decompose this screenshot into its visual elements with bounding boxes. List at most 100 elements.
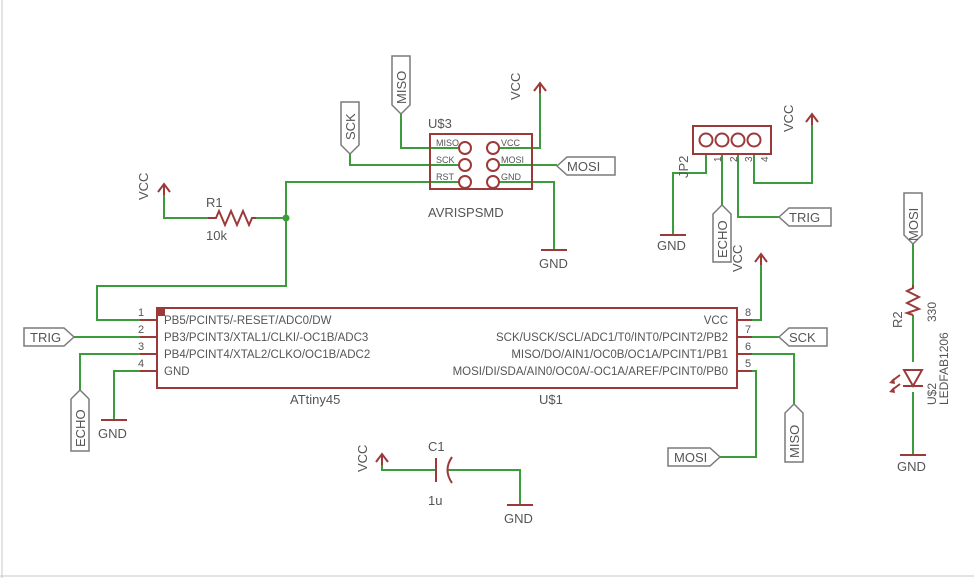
jp2-pin-number: 3: [744, 156, 755, 162]
svg-text:MOSI: MOSI: [674, 450, 707, 465]
net-label-trig: TRIG: [23, 327, 76, 347]
gnd-symbol: GND: [98, 419, 127, 441]
net-label-mosi: MOSI: [903, 192, 923, 246]
r1-refdes: R1: [206, 195, 223, 210]
net-label-echo: ECHO: [712, 203, 732, 263]
svg-text:VCC: VCC: [730, 245, 745, 272]
led-ray-head: [889, 387, 895, 393]
net-label-sck: SCK: [340, 101, 360, 156]
wire-c1-gnd: [448, 469, 521, 505]
pin-name: VCC: [704, 315, 728, 327]
resistor-r1[interactable]: R1 10k: [206, 195, 256, 243]
jp2-pin-number: 1: [713, 156, 724, 162]
net-label-mosi: MOSI: [667, 447, 722, 467]
junction-dot: [282, 214, 290, 222]
isp-value: AVRISPSMD: [428, 205, 504, 220]
pin-name: SCK/USCK/SCL/ADC1/T0/INT0/PCINT2/PB2: [496, 332, 728, 344]
wire-jp2-vcc: [753, 115, 813, 184]
svg-text:GND: GND: [504, 511, 533, 526]
svg-text:TRIG: TRIG: [789, 210, 820, 225]
wire-jp2-gnd: [672, 154, 707, 235]
r2-value: 330: [925, 302, 939, 322]
jp2-refdes: JP2: [676, 156, 691, 178]
svg-text:VCC: VCC: [355, 445, 370, 472]
pin-name: PB3/PCINT3/XTAL1/CLKI/-OC1B/ADC3: [164, 332, 368, 344]
pin-name: PB4/PCINT4/XTAL2/CLKO/OC1B/ADC2: [164, 349, 370, 361]
led-u2[interactable]: U$2 LEDFAB1206: [889, 332, 951, 405]
resistor-r2[interactable]: R2 330: [890, 285, 939, 328]
wire-r1-vcc: [163, 195, 208, 219]
svg-text:MOSI: MOSI: [906, 208, 921, 241]
wires: [74, 84, 914, 505]
pin-name: MOSI/DI/SDA/AIN0/OC0A/-OC1A/AREF/PCINT0/…: [453, 366, 728, 378]
ic-body: [156, 307, 738, 389]
led-ray-head: [889, 378, 895, 384]
net-label-trig: TRIG: [777, 207, 832, 227]
gnd-symbol: GND: [657, 234, 686, 253]
svg-text:TRIG: TRIG: [30, 330, 61, 345]
r1-zigzag: [208, 208, 256, 228]
isp-pin-label: MOSI: [501, 155, 524, 165]
wire-isp-miso: [400, 105, 460, 149]
r2-refdes: R2: [890, 311, 905, 328]
isp-refdes: U$3: [428, 116, 452, 131]
wire-isp-vcc: [498, 84, 541, 149]
wire-isp-gnd: [498, 181, 555, 250]
svg-text:GND: GND: [539, 256, 568, 271]
pin-number: 7: [745, 324, 751, 336]
svg-text:SCK: SCK: [789, 330, 816, 345]
svg-text:MISO: MISO: [787, 425, 802, 458]
isp-pin-label: RST: [436, 172, 455, 182]
wire-miso-pin6: [737, 353, 795, 404]
jp2-body: [692, 125, 772, 155]
svg-text:VCC: VCC: [508, 73, 523, 100]
pin-name: GND: [164, 366, 190, 378]
isp-pin-label: GND: [501, 172, 522, 182]
wire-echo-pin3: [79, 353, 157, 398]
vcc-symbol: VCC: [136, 173, 171, 200]
svg-text:ECHO: ECHO: [73, 409, 88, 447]
jp2-pin-number: 2: [729, 156, 740, 162]
pin-number: 8: [745, 307, 751, 319]
avr-isp-connector[interactable]: MISO VCC SCK MOSI RST GND U$3 AVRISPSMD: [428, 116, 533, 220]
pin-name: PB5/PCINT5/-RESET/ADC0/DW: [164, 315, 332, 327]
led-refdes: U$2: [925, 383, 939, 405]
svg-text:GND: GND: [897, 459, 926, 474]
pin-number: 2: [138, 324, 144, 336]
isp-pin-label: SCK: [436, 155, 455, 165]
led-value: LEDFAB1206: [937, 332, 951, 405]
isp-pin-label: MISO: [436, 138, 459, 148]
ic-value: ATtiny45: [290, 392, 340, 407]
gnd-symbol: GND: [897, 454, 926, 474]
svg-text:ECHO: ECHO: [715, 220, 730, 258]
net-label-mosi: MOSI: [555, 156, 616, 176]
vcc-symbol: VCC: [355, 445, 389, 472]
attiny45-ic[interactable]: 1 2 3 4 8 7 6 5 PB5/PCINT5/-RESET/ADC0/D…: [138, 307, 752, 407]
net-label-echo: ECHO: [70, 388, 90, 452]
c1-plate-curved: [446, 456, 453, 484]
net-label-sck: SCK: [777, 327, 828, 347]
vcc-symbol: VCC: [781, 105, 819, 132]
capacitor-c1[interactable]: C1 1u: [428, 439, 453, 508]
c1-value: 1u: [428, 493, 442, 508]
svg-text:GND: GND: [657, 238, 686, 253]
wire-reset-pin1: [96, 218, 287, 321]
svg-text:MOSI: MOSI: [567, 159, 600, 174]
net-label-miso: MISO: [391, 55, 411, 116]
pin-name: MISO/DO/AIN1/OC0B/OC1A/PCINT1/PB1: [511, 349, 728, 361]
svg-text:MISO: MISO: [394, 71, 409, 104]
wire-jp2-trig: [737, 154, 779, 218]
wire-c1-vcc: [381, 455, 436, 471]
pin-number: 6: [745, 341, 751, 353]
pin1-marker: [157, 308, 165, 316]
c1-refdes: C1: [428, 439, 445, 454]
svg-text:GND: GND: [98, 426, 127, 441]
gnd-symbol: GND: [504, 504, 533, 526]
led-triangle: [902, 369, 924, 389]
gnd-symbol: GND: [539, 249, 568, 271]
jp2-header[interactable]: 1 2 3 4 JP2: [676, 125, 772, 178]
svg-text:SCK: SCK: [343, 113, 358, 140]
vcc-symbol: VCC: [730, 245, 768, 272]
ic-refdes: U$1: [539, 392, 563, 407]
